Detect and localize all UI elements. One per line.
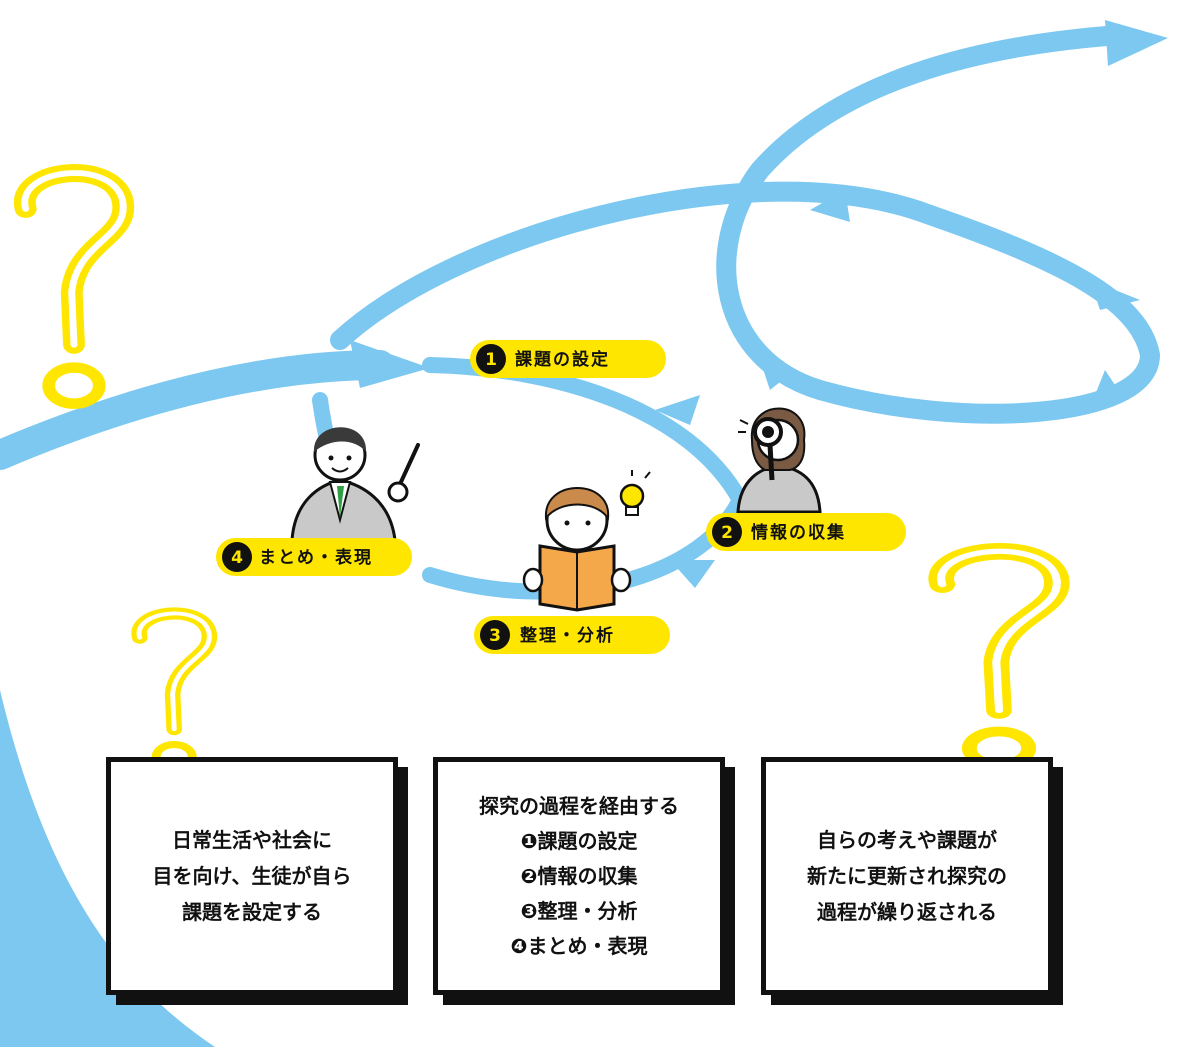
- step-label-4: 4 まとめ・表現: [216, 538, 412, 576]
- step-number: 4: [231, 548, 243, 568]
- card-inquiry-process: 探究の過程を経由する ❶課題の設定 ❷情報の収集 ❸整理・分析 ❹まとめ・表現: [433, 757, 725, 995]
- step-number: 3: [489, 626, 501, 646]
- background-swoosh: [0, 690, 215, 1047]
- step-number: 1: [485, 350, 497, 370]
- card-text-line: ❸整理・分析: [520, 898, 638, 923]
- card-text-line: 新たに更新され探究の: [807, 864, 1007, 888]
- step-label-text: 課題の設定: [515, 349, 610, 370]
- arrow-head: [655, 395, 700, 425]
- lightbulb-icon: [619, 470, 651, 516]
- card-text-line: 過程が繰り返される: [817, 900, 997, 924]
- arrow-head: [760, 360, 795, 390]
- step-label-3: 3 整理・分析: [474, 616, 670, 654]
- arrow-head: [350, 340, 430, 388]
- arrow-head: [1105, 20, 1168, 66]
- step-label-text: 整理・分析: [520, 625, 615, 646]
- question-mark-icon: [139, 614, 209, 769]
- card-text-line: ❹まとめ・表現: [510, 933, 648, 958]
- card-text-line: 目を向け、生徒が自ら: [152, 864, 352, 888]
- arrow-head: [1095, 370, 1125, 400]
- arrow-heads: [350, 20, 1168, 588]
- step-label-2: 2 情報の収集: [706, 513, 906, 551]
- person-with-magnifier-icon: [736, 407, 822, 514]
- step-number: 2: [721, 523, 733, 543]
- step-label-text: 情報の収集: [751, 522, 846, 543]
- arrow-head: [670, 560, 715, 588]
- step-label-1: 1 課題の設定: [470, 340, 666, 378]
- question-mark-icon: [25, 173, 124, 404]
- student-reading-book-icon: [522, 487, 632, 612]
- step-label-text: まとめ・表現: [259, 547, 373, 568]
- card-text-line: ❶課題の設定: [520, 828, 638, 853]
- card-text-line: 探究の過程を経由する: [479, 793, 679, 818]
- arrow-head: [810, 190, 850, 222]
- card-cycle-repeat: 自らの考えや課題が 新たに更新され探究の 過程が繰り返される: [761, 757, 1053, 995]
- card-text-line: ❷情報の収集: [520, 863, 638, 888]
- card-text-line: 自らの考えや課題が: [817, 828, 997, 852]
- arrow-head: [1090, 280, 1140, 310]
- card-text-line: 課題を設定する: [182, 900, 322, 924]
- teacher-with-pointer-icon: [290, 427, 420, 542]
- entry-arrow: [0, 350, 395, 470]
- card-set-problem: 日常生活や社会に 目を向け、生徒が自ら 課題を設定する: [106, 757, 398, 995]
- card-text-line: 日常生活や社会に: [172, 828, 332, 852]
- upper-loop-arrow: [330, 25, 1161, 424]
- question-mark-icon: [941, 551, 1057, 765]
